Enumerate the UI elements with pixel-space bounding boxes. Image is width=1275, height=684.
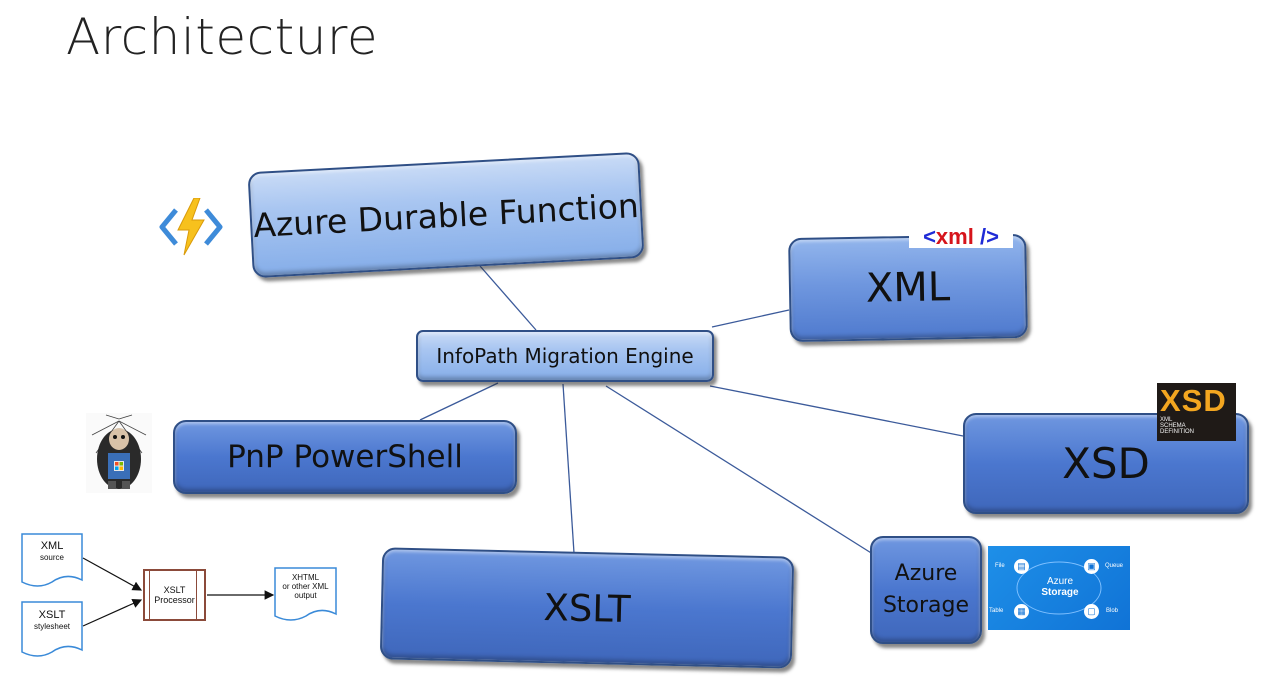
xsd-logo: XSD XML SCHEMA DEFINITION (1157, 383, 1236, 441)
link-function-engine (479, 265, 537, 331)
infopath-migration-engine-label: InfoPath Migration Engine (436, 344, 694, 368)
xsd-node: XSD (963, 413, 1249, 514)
table-icon: ▦ (1014, 604, 1029, 619)
link-engine-xslt (562, 383, 575, 554)
xml-label: XML (865, 264, 951, 312)
xslt-stylesheet-doc (21, 601, 83, 657)
link-engine-xsd (709, 385, 964, 437)
pnp-powershell-label: PnP PowerShell (227, 439, 463, 475)
xsd-label: XSD (1062, 439, 1150, 488)
xslt-flow-graphic (21, 533, 337, 657)
file-icon: ▤ (1014, 559, 1029, 574)
xslt-processor-box: XSLT Processor (143, 569, 206, 621)
slide-title: Architecture (66, 8, 379, 66)
blob-icon: ▢ (1084, 604, 1099, 619)
xslt-label: XSLT (543, 585, 631, 631)
xml-source-doc (21, 533, 83, 587)
azure-storage-label-line2: Storage (882, 593, 970, 618)
pnp-powershell-mascot-image (86, 413, 152, 493)
output-doc (274, 567, 337, 621)
xml-badge-logo: <xml /> (909, 226, 1013, 248)
xslt-node: XSLT (379, 547, 795, 669)
link-engine-pnp (419, 382, 499, 421)
azure-functions-icon (159, 198, 223, 256)
azure-storage-label-line1: Azure (894, 561, 958, 586)
link-engine-xml (711, 309, 790, 328)
queue-icon: ▣ (1084, 559, 1099, 574)
infopath-migration-engine-node: InfoPath Migration Engine (416, 330, 714, 382)
xml-node: XML (788, 233, 1028, 343)
pnp-powershell-node: PnP PowerShell (173, 420, 517, 494)
azure-storage-node: Azure Storage (870, 536, 982, 644)
link-engine-storage (605, 385, 877, 557)
